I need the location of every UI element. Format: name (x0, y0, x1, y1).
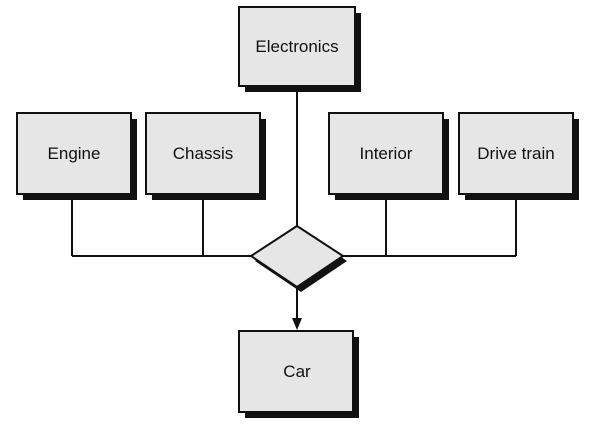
arrowhead-to-car (292, 318, 302, 330)
node-car: Car (238, 330, 359, 418)
node-drive-train-label: Drive train (477, 144, 554, 163)
node-drive-train: Drive train (458, 112, 579, 200)
node-engine-box (16, 112, 132, 195)
node-engine-label: Engine (48, 144, 101, 163)
node-chassis-box (145, 112, 261, 195)
node-engine: Engine (16, 112, 137, 200)
node-chassis: Chassis (145, 112, 266, 200)
node-drive-train-box (458, 112, 574, 195)
node-electronics-label: Electronics (255, 37, 338, 56)
node-interior-label: Interior (360, 144, 413, 163)
node-car-box (238, 330, 354, 413)
node-interior: Interior (328, 112, 449, 200)
node-electronics: Electronics (238, 6, 361, 92)
merge-diamond (249, 224, 345, 289)
node-car-label: Car (283, 362, 311, 381)
connectors (71, 86, 517, 318)
node-chassis-label: Chassis (173, 144, 233, 163)
node-interior-box (328, 112, 444, 195)
node-electronics-box (238, 6, 356, 87)
